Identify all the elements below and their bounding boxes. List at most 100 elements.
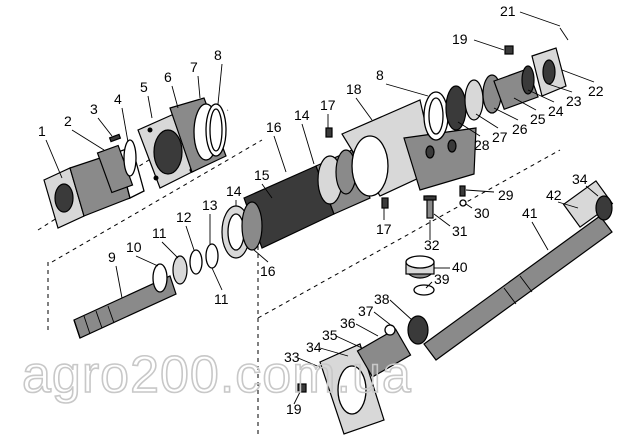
callout-c11a: 11 bbox=[152, 225, 167, 241]
part-8-ring-right bbox=[423, 91, 449, 141]
callout-c1: 1 bbox=[38, 123, 46, 139]
callout-c11b: 11 bbox=[214, 291, 229, 307]
part-14-16-bearing-rings bbox=[221, 149, 357, 259]
callout-c12: 12 bbox=[176, 209, 192, 225]
leader-line-c14b bbox=[301, 123, 315, 165]
leader-line-c18 bbox=[355, 97, 373, 121]
leader-line-c11b bbox=[211, 267, 223, 291]
callout-c40: 40 bbox=[452, 259, 468, 275]
leader-line-c27 bbox=[475, 113, 499, 129]
leader-line-c11a bbox=[161, 241, 179, 259]
callout-c17b: 17 bbox=[376, 221, 392, 237]
callout-c26: 26 bbox=[512, 121, 528, 137]
callout-c8a: 8 bbox=[214, 47, 222, 63]
callout-c18: 18 bbox=[346, 81, 362, 97]
part-17-lower-bolt bbox=[381, 197, 389, 209]
callout-c9: 9 bbox=[108, 249, 116, 265]
callout-c28: 28 bbox=[474, 137, 490, 153]
leader-line-c29 bbox=[465, 189, 495, 193]
callout-c42: 42 bbox=[546, 187, 562, 203]
callout-c31: 31 bbox=[452, 223, 468, 239]
part-17-upper-bolt bbox=[325, 127, 333, 138]
callout-c25: 25 bbox=[530, 111, 546, 127]
leader-line-c16b bbox=[273, 135, 287, 173]
leader-line-c16a bbox=[253, 249, 269, 263]
callout-c24: 24 bbox=[548, 103, 564, 119]
part-19-nut-bottom bbox=[297, 383, 307, 393]
callout-c38: 38 bbox=[374, 291, 390, 307]
leader-line-c34b bbox=[319, 347, 349, 357]
callout-c22: 22 bbox=[588, 83, 604, 99]
callout-c16b: 16 bbox=[266, 119, 282, 135]
leader-line-c31 bbox=[433, 213, 451, 227]
part-29-31-pins bbox=[423, 185, 467, 219]
leader-line-c4 bbox=[121, 107, 129, 143]
callout-c21: 21 bbox=[500, 3, 516, 19]
leader-line-c36 bbox=[355, 323, 379, 337]
boundary-line-mid-left bbox=[51, 139, 263, 263]
callout-c37: 37 bbox=[358, 303, 374, 319]
part-4-snap-ring bbox=[123, 139, 137, 177]
callout-c17a: 17 bbox=[320, 97, 336, 113]
callout-c2: 2 bbox=[64, 113, 72, 129]
leader-line-c1 bbox=[45, 139, 63, 179]
callout-c29: 29 bbox=[498, 187, 514, 203]
part-39-40-caps bbox=[405, 255, 435, 296]
part-8-ring-left bbox=[205, 103, 227, 157]
leader-line-c19b bbox=[293, 391, 301, 405]
leader-line-c22 bbox=[561, 69, 595, 83]
callout-c4: 4 bbox=[114, 91, 122, 107]
callout-c3: 3 bbox=[90, 101, 98, 117]
callout-c19b: 19 bbox=[286, 401, 302, 417]
leader-line-c9 bbox=[115, 265, 123, 299]
callout-c36: 36 bbox=[340, 315, 356, 331]
part-22-end-flange bbox=[531, 47, 567, 97]
watermark-text: agro200.com.ua bbox=[22, 346, 412, 404]
callout-c10: 10 bbox=[126, 239, 142, 255]
part-9-spline-shaft bbox=[73, 275, 177, 339]
leader-line-c12 bbox=[185, 225, 195, 251]
part-19-nut-top bbox=[504, 45, 514, 55]
callout-c23: 23 bbox=[566, 93, 582, 109]
leader-line-c3 bbox=[97, 117, 113, 137]
leader-line-c10 bbox=[135, 255, 159, 267]
callout-c35: 35 bbox=[322, 327, 338, 343]
leader-line-c7 bbox=[197, 75, 201, 99]
leader-line-c37 bbox=[373, 311, 393, 327]
callout-c16a: 16 bbox=[260, 263, 276, 279]
leader-line-c41 bbox=[531, 221, 549, 251]
callout-c15: 15 bbox=[254, 167, 270, 183]
boundary-line-lower-diagonal bbox=[257, 149, 561, 319]
callout-c33: 33 bbox=[284, 349, 300, 365]
callout-c32: 32 bbox=[424, 237, 440, 253]
leader-line-c8b bbox=[385, 83, 429, 97]
callout-c13: 13 bbox=[202, 197, 218, 213]
leader-line-c19a bbox=[473, 39, 505, 51]
leader-line-c25 bbox=[513, 97, 537, 111]
part-18-central-housing bbox=[341, 99, 477, 197]
leader-line-c30 bbox=[465, 203, 473, 209]
leader-line-c42 bbox=[557, 201, 579, 209]
leader-line-c28 bbox=[457, 121, 481, 137]
part-10-13-rings bbox=[152, 243, 219, 293]
leader-line-c8a bbox=[217, 63, 223, 105]
callout-c27: 27 bbox=[492, 129, 508, 145]
leader-line-c35 bbox=[335, 335, 363, 349]
leader-line-c23 bbox=[547, 83, 573, 93]
callout-c5: 5 bbox=[140, 79, 148, 95]
part-21-screw bbox=[559, 27, 569, 41]
leader-line-c39 bbox=[425, 281, 433, 289]
leader-line-c33 bbox=[297, 357, 323, 369]
leader-lines bbox=[45, 11, 599, 405]
leader-line-c38 bbox=[389, 299, 413, 321]
leader-line-c21 bbox=[519, 11, 561, 27]
part-41-driveshaft bbox=[423, 215, 613, 361]
leader-line-c2 bbox=[71, 129, 105, 151]
part-34-42-universal-joint bbox=[562, 180, 614, 228]
part-23-28-bearing-stack bbox=[445, 65, 539, 131]
callout-c34a: 34 bbox=[572, 171, 588, 187]
callout-c30: 30 bbox=[474, 205, 490, 221]
callout-labels: 1234567889101111121314141516161717181919… bbox=[38, 3, 604, 417]
